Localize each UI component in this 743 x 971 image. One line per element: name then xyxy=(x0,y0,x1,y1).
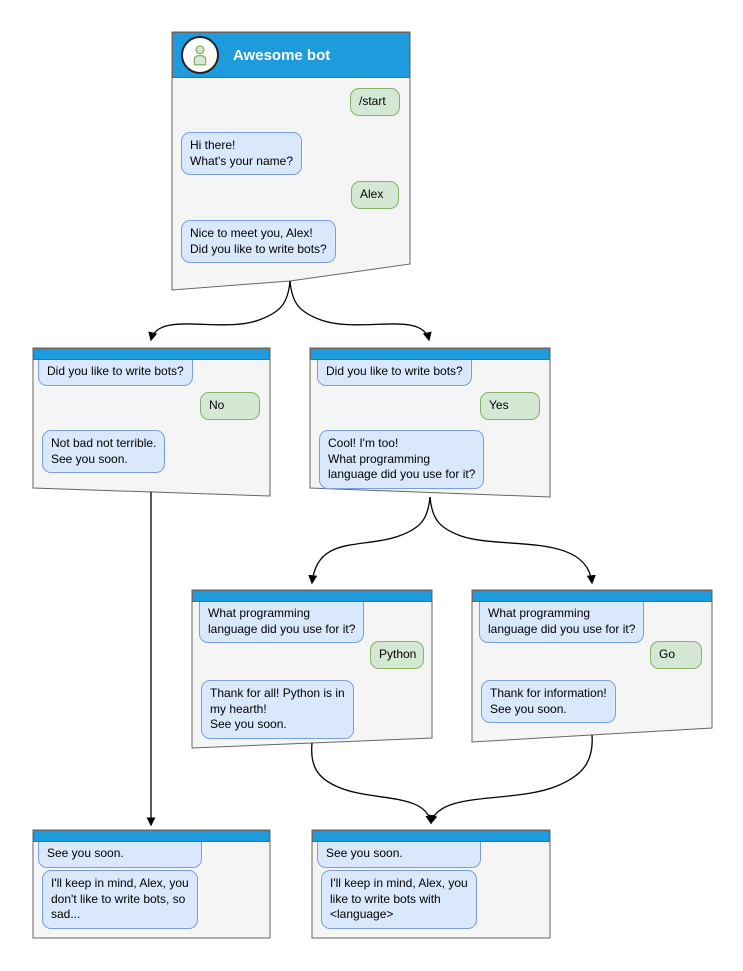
window-title: Awesome bot xyxy=(233,46,331,64)
user-message-bubble: /start xyxy=(350,88,400,116)
window-branch-python: What programming language did you use fo… xyxy=(192,590,432,748)
window-title-bar xyxy=(310,348,550,360)
bot-message-bubble: Cool! I'm too! What programming language… xyxy=(319,430,485,489)
edge-yes-to-python xyxy=(308,496,431,585)
window-end-no: See you soon. I'll keep in mind, Alex, y… xyxy=(33,830,270,938)
edge-root-to-no xyxy=(148,280,291,342)
bot-message-bubble: I'll keep in mind, Alex, you don't like … xyxy=(42,870,198,929)
bot-message-bubble: Thank for all! Python is in my hearth! S… xyxy=(201,680,354,739)
window-end-yes: See you soon. I'll keep in mind, Alex, y… xyxy=(312,830,550,938)
bot-message-bubble: Hi there! What's your name? xyxy=(181,132,303,176)
edge-python-to-end xyxy=(311,742,435,825)
user-message-bubble: No xyxy=(200,392,260,420)
bot-message-bubble: I'll keep in mind, Alex, you like to wri… xyxy=(321,870,477,929)
user-message-bubble: Yes xyxy=(480,392,540,420)
bot-message-bubble: See you soon. xyxy=(38,842,202,868)
window-header: Awesome bot xyxy=(172,32,410,78)
bot-message-bubble: See you soon. xyxy=(317,842,481,868)
bot-message-bubble: What programming language did you use fo… xyxy=(479,602,645,644)
edge-go-to-end xyxy=(428,734,593,825)
window-title-bar xyxy=(472,590,712,602)
window-title-bar xyxy=(312,830,550,842)
edge-yes-to-go xyxy=(429,496,596,585)
window-title-bar xyxy=(192,590,432,602)
bot-message-bubble: Did you like to write bots? xyxy=(317,360,472,386)
bot-message-bubble: Nice to meet you, Alex! Did you like to … xyxy=(181,220,336,264)
window-title-bar xyxy=(33,348,270,360)
window-awesome-bot: Awesome bot /start Hi there! What's your… xyxy=(172,32,410,282)
window-branch-go: What programming language did you use fo… xyxy=(472,590,712,742)
window-branch-yes: Did you like to write bots? Yes Cool! I'… xyxy=(310,348,550,497)
bot-message-bubble: Did you like to write bots? xyxy=(38,360,193,386)
window-title-bar xyxy=(33,830,270,842)
user-message-bubble: Go xyxy=(650,641,702,669)
edge-root-to-yes xyxy=(289,280,432,342)
bot-message-bubble: What programming language did you use fo… xyxy=(199,602,365,644)
bot-avatar-icon xyxy=(181,36,219,74)
user-message-bubble: Python xyxy=(370,641,424,669)
bot-message-bubble: Not bad not terrible. See you soon. xyxy=(42,430,166,474)
window-branch-no: Did you like to write bots? No Not bad n… xyxy=(33,348,270,496)
user-message-bubble: Alex xyxy=(351,181,399,209)
bot-message-bubble: Thank for information! See you soon. xyxy=(481,680,616,724)
